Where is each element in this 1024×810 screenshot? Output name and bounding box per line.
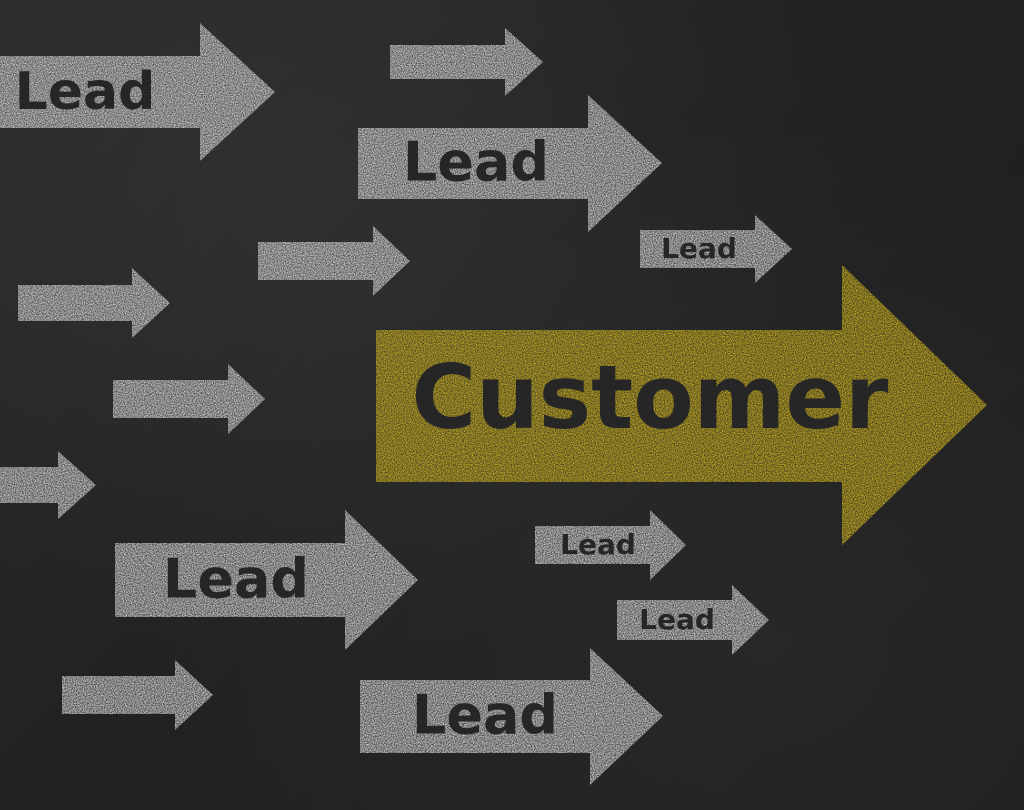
chalk-arrow-plain (62, 660, 213, 730)
chalk-arrow-plain (258, 226, 410, 296)
chalk-arrow-lead-4 (115, 510, 418, 650)
customer-label: Customer (412, 346, 890, 449)
lead-label: Lead (412, 684, 558, 747)
chalk-arrow-lead-1 (0, 23, 275, 161)
chalk-arrow-lead-2 (358, 95, 662, 232)
lead-label: Lead (403, 131, 549, 194)
chalk-arrow-lead-3 (640, 215, 792, 283)
chalk-arrow-plain (18, 268, 170, 338)
chalk-arrow-lead-7 (360, 648, 663, 785)
lead-label: Lead (15, 62, 156, 122)
lead-label: Lead (163, 548, 309, 611)
chalk-arrow-lead-5 (535, 510, 686, 580)
lead-label: Lead (560, 528, 636, 561)
lead-label: Lead (639, 603, 715, 636)
lead-label: Lead (661, 232, 737, 265)
chalk-arrow-plain (0, 451, 96, 519)
chalk-arrow-customer (376, 265, 987, 545)
chalk-arrow-lead-6 (617, 585, 769, 655)
chalk-arrow-plain (113, 364, 265, 434)
chalk-arrow-plain (390, 28, 543, 96)
